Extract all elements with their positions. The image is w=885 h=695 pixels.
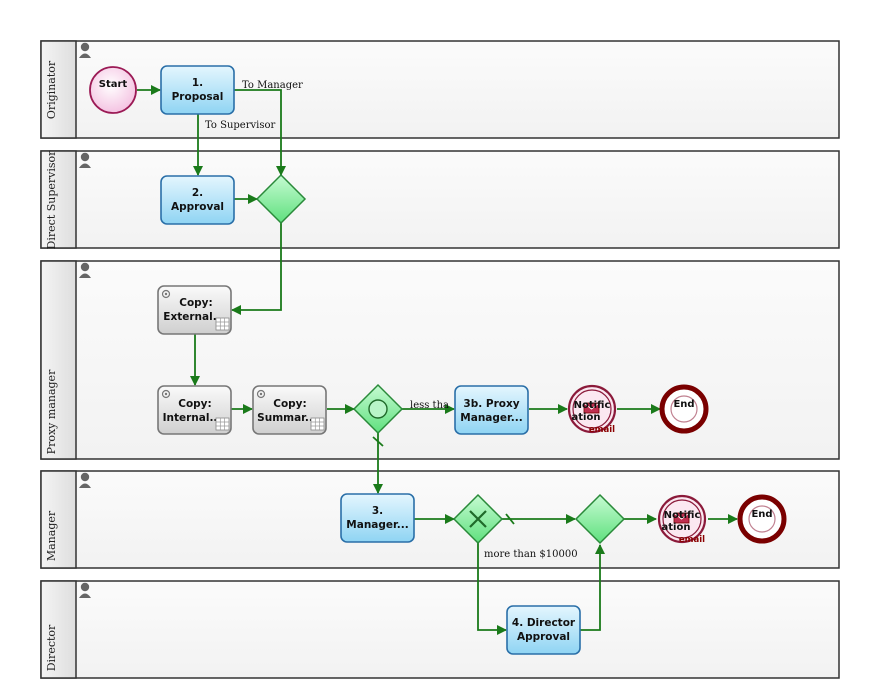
notification-manager-tag: email (679, 535, 705, 545)
end-event-manager[interactable]: End (737, 494, 787, 544)
task-proposal-line2: Proposal (172, 91, 224, 103)
gateway-exclusive[interactable] (452, 493, 504, 545)
task-manager-line2: Manager... (346, 519, 408, 531)
service-gear-icon (256, 389, 266, 399)
notification-proxy-tag: email (589, 425, 615, 435)
service-gear-icon (161, 389, 171, 399)
user-icon (79, 472, 91, 488)
notification-manager-line1: Notific (664, 510, 701, 521)
notification-manager-line2: ation (662, 522, 691, 533)
task-approval-line2: Approval (171, 201, 224, 213)
lane-director: Director (40, 580, 840, 679)
lane-label-manager: Manager (45, 510, 58, 561)
task-manager-line1: 3. (372, 505, 383, 517)
user-icon (79, 42, 91, 58)
label-more-than: more than $10000 (484, 549, 578, 560)
task-copy-summary[interactable]: Copy: Summar... (252, 385, 327, 435)
task-director-approval-line2: Approval (517, 631, 570, 643)
label-to-supervisor: To Supervisor (205, 120, 275, 131)
start-event-label: Start (99, 79, 128, 90)
task-approval[interactable]: 2. Approval (160, 175, 235, 225)
gateway-merge[interactable] (574, 493, 626, 545)
envelope-icon (673, 512, 690, 524)
flow-director-to-merge[interactable] (580, 544, 605, 631)
user-icon (79, 262, 91, 278)
flow-gateway-to-copy-external[interactable] (231, 223, 282, 315)
task-approval-line1: 2. (192, 187, 203, 199)
task-copy-external-line2: External... (163, 311, 224, 323)
gateway-supervisor-merge[interactable] (255, 173, 307, 225)
task-copy-external[interactable]: Copy: External... (157, 285, 232, 335)
task-copy-external-line1: Copy: (179, 297, 212, 309)
table-grid-icon (215, 417, 230, 431)
flow-more-than[interactable] (477, 543, 507, 635)
envelope-icon (583, 402, 600, 414)
task-copy-summary-line2: Summar... (257, 412, 317, 424)
notification-proxy-line1: Notific (574, 400, 611, 411)
table-grid-icon (310, 417, 325, 431)
lane-label-direct-supervisor: Direct Supervisor (45, 150, 58, 250)
task-manager[interactable]: 3. Manager... (340, 493, 415, 543)
lane-label-originator: Originator (45, 60, 58, 119)
task-director-approval-line1: 4. Director (512, 617, 576, 629)
notification-event-proxy[interactable]: Notific ation email (567, 384, 617, 435)
lane-label-proxy-manager: Proxy manager (45, 369, 58, 454)
sequence-flows (137, 85, 738, 635)
user-icon (79, 152, 91, 168)
task-director-approval[interactable]: 4. Director Approval (506, 605, 581, 655)
lane-label-director: Director (45, 624, 58, 671)
gateway-inclusive[interactable] (352, 383, 404, 435)
notification-proxy-line2: ation (572, 412, 601, 423)
table-grid-icon (215, 317, 230, 331)
user-icon (79, 582, 91, 598)
label-less-than: less tha (410, 400, 449, 411)
start-event[interactable]: Start (89, 66, 137, 114)
task-proxy-manager-line1: 3b. Proxy (463, 398, 519, 410)
end-event-manager-label: End (751, 509, 772, 520)
task-proxy-manager-line2: Manager... (460, 412, 522, 424)
flow-to-manager[interactable] (234, 89, 286, 176)
task-copy-internal[interactable]: Copy: Internal... (157, 385, 232, 435)
task-copy-summary-line1: Copy: (273, 398, 306, 410)
label-to-manager: To Manager (242, 80, 303, 91)
lane-direct-supervisor: Direct Supervisor (40, 150, 840, 250)
notification-event-manager[interactable]: Notific ation email (657, 494, 707, 545)
end-event-proxy-label: End (673, 399, 694, 410)
task-copy-internal-line2: Internal... (163, 412, 222, 424)
task-proposal[interactable]: 1. Proposal (160, 65, 235, 115)
task-proposal-line1: 1. (192, 77, 203, 89)
service-gear-icon (161, 289, 171, 299)
default-flow-markers (372, 436, 515, 525)
task-copy-internal-line1: Copy: (178, 398, 211, 410)
task-proxy-manager[interactable]: 3b. Proxy Manager... (454, 385, 529, 435)
end-event-proxy[interactable]: End (659, 384, 709, 434)
